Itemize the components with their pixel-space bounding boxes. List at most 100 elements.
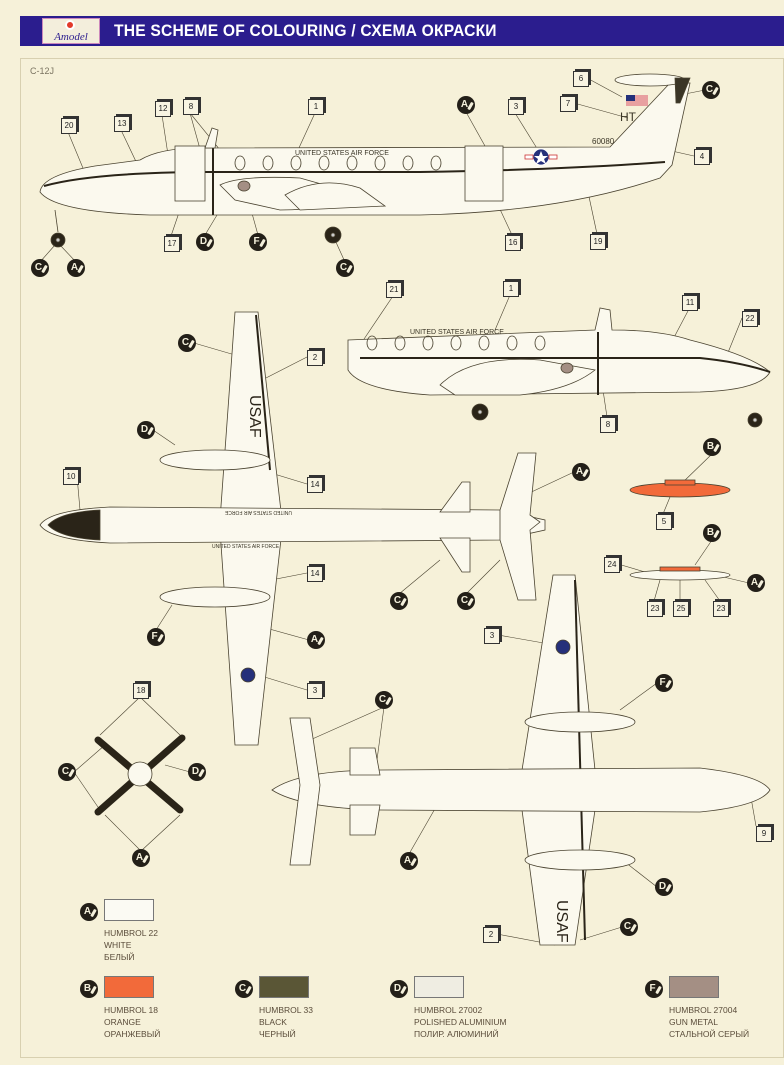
side-view-left: UNITED STATES AIR FORCE HT 60080: [39, 73, 691, 248]
callout-number: 14: [307, 566, 323, 582]
svg-text:HT: HT: [620, 110, 637, 124]
color-swatch-black: [259, 976, 309, 998]
us-flag-icon: [626, 95, 648, 106]
callout-number: 13: [114, 116, 130, 132]
callout-number: 16: [505, 235, 521, 251]
paint-name-en: GUN METAL: [669, 1017, 718, 1027]
color-swatch-gun-metal: [669, 976, 719, 998]
paint-letter: A: [80, 903, 98, 921]
paint-callout: A: [400, 852, 418, 870]
paint-name-ru: ЧЕРНЫЙ: [259, 1029, 296, 1039]
paint-code: HUMBROL 18: [104, 1005, 159, 1015]
callout-number: 23: [647, 601, 663, 617]
tanks: [629, 479, 731, 581]
paint-callout: C: [390, 592, 408, 610]
paint-callout: A: [747, 574, 765, 592]
svg-text:UNITED STATES AIR FORCE: UNITED STATES AIR FORCE: [212, 544, 280, 550]
paint-callout: C: [31, 259, 49, 277]
svg-text:UNITED STATES AIR FORCE: UNITED STATES AIR FORCE: [295, 150, 389, 157]
paint-letter: D: [390, 980, 408, 998]
callout-number: 7: [560, 96, 576, 112]
paint-name-en: WHITE: [104, 940, 132, 950]
paint-callout: F: [147, 628, 165, 646]
callout-number: 10: [63, 469, 79, 485]
paint-callout: C: [457, 592, 475, 610]
svg-text:USAF: USAF: [246, 395, 263, 438]
callout-number: 23: [713, 601, 729, 617]
paint-callout: B: [703, 524, 721, 542]
header-bar: Amodel THE SCHEME OF COLOURING / СХЕМА О…: [20, 16, 784, 46]
paint-code: HUMBROL 27002: [414, 1005, 483, 1015]
paint-letter: B: [80, 980, 98, 998]
callout-number: 9: [756, 826, 772, 842]
callout-number: 12: [155, 101, 171, 117]
paint-callout: A: [307, 631, 325, 649]
callout-number: 21: [386, 282, 402, 298]
callout-number: 8: [183, 99, 199, 115]
paint-code: HUMBROL 27004: [669, 1005, 738, 1015]
paint-callout: A: [457, 96, 475, 114]
paint-callout: C: [336, 259, 354, 277]
paint-name-en: BLACK: [259, 1017, 287, 1027]
callout-number: 25: [673, 601, 689, 617]
svg-text:UNITED STATES AIR FORCE: UNITED STATES AIR FORCE: [224, 509, 292, 515]
windows: [234, 155, 442, 171]
propeller-view: [94, 734, 186, 816]
paint-callout: C: [58, 763, 76, 781]
color-swatch-aluminium: [414, 976, 464, 998]
paint-name-en: ORANGE: [104, 1017, 141, 1027]
callout-number: 17: [164, 236, 180, 252]
paint-name-ru: СТАЛЬНОЙ СЕРЫЙ: [669, 1029, 750, 1039]
paint-callout: A: [132, 849, 150, 867]
callout-number: 19: [590, 234, 606, 250]
callout-number: 11: [682, 295, 698, 311]
paint-callout: A: [67, 259, 85, 277]
paint-name-ru: ПОЛИР. АЛЮМИНИЙ: [414, 1029, 499, 1039]
paint-callout: F: [655, 674, 673, 692]
side-view-right: UNITED STATES AIR FORCE: [347, 307, 771, 428]
callout-number: 4: [694, 149, 710, 165]
paint-letter: F: [645, 980, 663, 998]
callout-number: 24: [604, 557, 620, 573]
paint-callout: D: [188, 763, 206, 781]
paint-callout: C: [702, 81, 720, 99]
callout-number: 8: [600, 417, 616, 433]
svg-text:USAF: USAF: [553, 900, 570, 943]
callout-number: 3: [508, 99, 524, 115]
callout-number: 1: [308, 99, 324, 115]
callout-number: 18: [133, 683, 149, 699]
callout-number: 3: [307, 683, 323, 699]
callout-number: 3: [484, 628, 500, 644]
color-swatch-white: [104, 899, 154, 921]
paint-callout: C: [178, 334, 196, 352]
callout-number: 6: [573, 71, 589, 87]
paint-name-ru: БЕЛЫЙ: [104, 952, 135, 962]
paint-callout: A: [572, 463, 590, 481]
paint-callout: F: [249, 233, 267, 251]
paint-callout: C: [620, 918, 638, 936]
paint-name-ru: ОРАНЖЕВЫЙ: [104, 1029, 161, 1039]
paint-letter: C: [235, 980, 253, 998]
paint-name-en: POLISHED ALUMINIUM: [414, 1017, 507, 1027]
callout-number: 2: [307, 350, 323, 366]
paint-code: HUMBROL 33: [259, 1005, 314, 1015]
callout-number: 22: [742, 311, 758, 327]
paint-code: HUMBROL 22: [104, 928, 159, 938]
paint-callout: D: [137, 421, 155, 439]
paint-callout: D: [655, 878, 673, 896]
bottom-view: USAF: [271, 574, 771, 946]
page-title: THE SCHEME OF COLOURING / СХЕМА ОКРАСКИ: [114, 21, 497, 40]
callout-number: 5: [656, 514, 672, 530]
amodel-logo: Amodel: [42, 18, 100, 44]
svg-text:60080: 60080: [592, 137, 615, 146]
color-swatch-orange: [104, 976, 154, 998]
callout-number: 1: [503, 281, 519, 297]
paint-callout: C: [375, 691, 393, 709]
callout-number: 14: [307, 477, 323, 493]
callout-number: 20: [61, 118, 77, 134]
top-view: USAF UNITED STATES AIR FORCE UNITED STAT…: [39, 311, 546, 746]
paint-callout: D: [196, 233, 214, 251]
paint-callout: B: [703, 438, 721, 456]
callout-number: 2: [483, 927, 499, 943]
